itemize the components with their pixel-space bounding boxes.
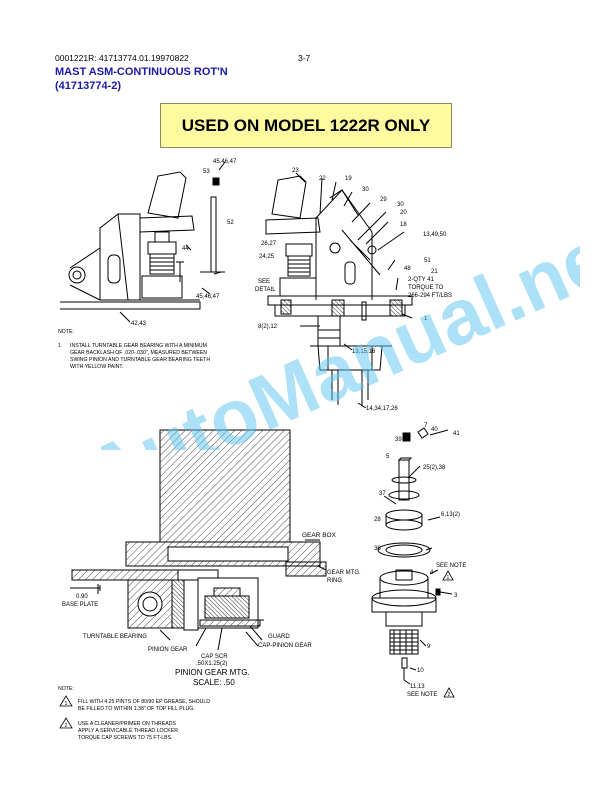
- label-see: SEE: [258, 279, 270, 285]
- detail-caption: PINION GEAR MTG.: [175, 668, 250, 677]
- pinion-gear-detail: [70, 429, 327, 651]
- label-pinion-gear: PINION GEAR: [148, 647, 188, 653]
- label-gear-box: GEAR BOX: [302, 532, 337, 539]
- bottom-note-2-line-1: USE A CLEANER/PRIMER ON THREADS: [78, 721, 176, 727]
- label-cap-scr: CAP SCR: [201, 654, 228, 660]
- label-14-34-17-26: 14,34,17,26: [366, 406, 398, 412]
- note-1-line-4: WITH YELLOW PAINT.: [70, 364, 123, 370]
- bottom-note-2-number: 2: [65, 723, 68, 729]
- exploded-gearbox-view: [371, 427, 453, 685]
- label-guard: GUARD: [268, 634, 290, 640]
- label-5: 5: [386, 454, 390, 460]
- triangle-1-label: 1: [447, 575, 450, 581]
- label-23: 23: [292, 168, 299, 174]
- bottom-note-heading: NOTE:: [58, 686, 74, 692]
- label-30-a: 30: [362, 187, 369, 193]
- label-turntable-bearing: TURNTABLE BEARING: [83, 634, 147, 640]
- note-1-line-3: SWING PINION AND TURNTABLE GEAR BEARING …: [70, 357, 210, 363]
- detail-scale: SCALE: .50: [193, 678, 235, 687]
- note-1-triangle-icon: [442, 570, 454, 581]
- label-2-qty-41: 2-QTY 41: [408, 277, 435, 283]
- triangle-2-label: 2: [448, 692, 451, 698]
- label-36: 36: [374, 546, 381, 552]
- label-22: 22: [319, 176, 326, 182]
- document-code: 0001221R: 41713774.01.19970822: [55, 53, 189, 63]
- label-ring: RING: [327, 578, 342, 584]
- label-6-13: 6,13(2): [441, 512, 460, 518]
- note-2-triangle-icon: [443, 687, 455, 698]
- label-30-b: 30: [397, 202, 404, 208]
- label-dimension: 0.90: [76, 594, 88, 600]
- label-detail: DETAIL: [255, 287, 276, 293]
- label-29: 29: [380, 197, 387, 203]
- label-gear-mtg: GEAR MTG.: [327, 570, 361, 576]
- page-title: MAST ASM-CONTINUOUS ROT'N: [55, 66, 228, 78]
- label-51: 51: [424, 258, 431, 264]
- bottom-note-1-number: 1: [65, 701, 68, 707]
- label-cap-pinion-gear: CAP-PINION GEAR: [258, 643, 312, 649]
- note-1-number: 1: [58, 343, 61, 349]
- bottom-note-1-line-2: BE FILLED TO WITHIN 1.38" OF TOP FILL PL…: [78, 706, 195, 712]
- label-44: 44: [182, 246, 189, 252]
- label-52: 52: [227, 220, 234, 226]
- label-21: 21: [431, 269, 438, 275]
- note-1-line-2: GEAR BACKLASH OF .020-.030", MEASURED BE…: [70, 350, 207, 356]
- label-26-27: 26,27: [261, 241, 277, 247]
- label-28: 28: [374, 517, 381, 523]
- bottom-note-2-triangle-icon: [59, 717, 73, 729]
- label-torque-value: 266-294 FT/LBS: [408, 293, 452, 299]
- label-see-note-1: SEE NOTE: [436, 563, 466, 569]
- bottom-note-2-line-2: APPLY A SERVICABLE THREAD LOCKER: [78, 728, 178, 734]
- label-18: 18: [400, 222, 407, 228]
- label-10: 10: [417, 668, 424, 674]
- label-base-plate: BASE PLATE: [62, 602, 98, 608]
- label-40: 40: [431, 427, 438, 433]
- label-45-46-47-top: 45,46,47: [213, 159, 237, 165]
- bottom-note-1-line-1: FILL WITH 4.25 PINTS OF 80/90 EP GREASE,…: [78, 699, 210, 705]
- label-torque-to: TORQUE TO: [408, 285, 444, 291]
- top-left-side-view: [60, 161, 226, 323]
- label-53: 53: [203, 169, 210, 175]
- label-37: 37: [379, 491, 386, 497]
- label-41: 41: [453, 431, 460, 437]
- label-1: 1: [424, 316, 428, 322]
- bottom-note-2-line-3: TORQUE CAP SCREWS TO 75 FT-LBS.: [78, 735, 172, 741]
- label-20: 20: [400, 210, 407, 216]
- note-1-line-1: INSTALL TURNTABLE GEAR BEARING WITH A MI…: [70, 343, 207, 349]
- label-42-43: 42,43: [131, 321, 147, 327]
- label-13-15-16: 13,15,16: [352, 349, 376, 355]
- label-13-49-50: 13,49,50: [423, 232, 447, 238]
- label-4: 4: [430, 570, 434, 576]
- label-45-46-47-bottom: 45,46,47: [196, 294, 220, 300]
- model-banner: USED ON MODEL 1222R ONLY: [160, 103, 452, 148]
- note-heading-top: NOTE:: [58, 329, 74, 335]
- label-cap-scr-size: .50X1.25(2): [196, 661, 227, 667]
- label-48: 48: [404, 266, 411, 272]
- label-see-note-2: SEE NOTE: [407, 692, 437, 698]
- label-3: 3: [454, 593, 458, 599]
- label-25-38: 25(2),38: [423, 465, 446, 471]
- bottom-note-1-triangle-icon: [59, 695, 73, 707]
- part-number: (41713774-2): [55, 80, 122, 92]
- label-8-2-12: 8(2),12: [258, 324, 278, 330]
- label-7: 7: [424, 423, 428, 429]
- top-right-front-view: [265, 172, 413, 409]
- label-11-13: 11,13: [410, 684, 425, 690]
- label-39: 39: [395, 437, 402, 443]
- label-24-25: 24,25: [259, 254, 275, 260]
- label-9: 9: [427, 644, 431, 650]
- page-number: 3-7: [298, 53, 311, 63]
- label-19: 19: [345, 176, 352, 182]
